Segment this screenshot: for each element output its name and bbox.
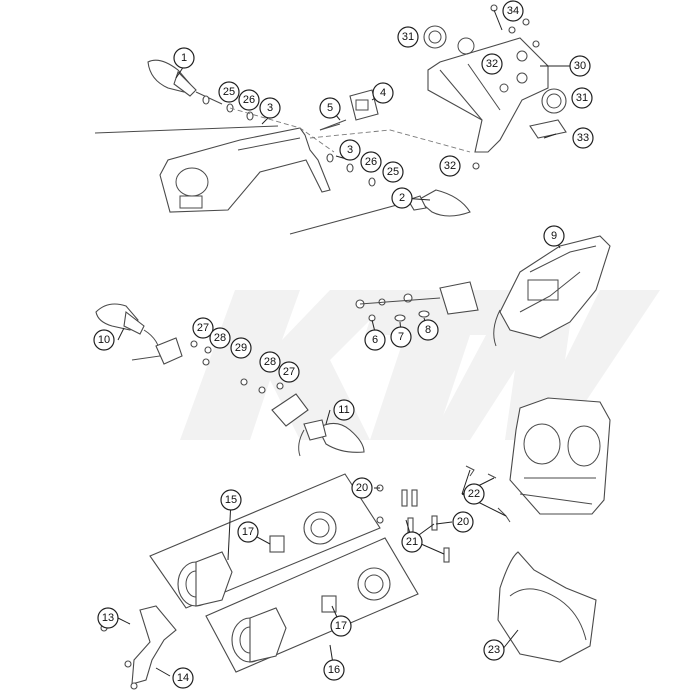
callout-34: 34 [502, 0, 524, 22]
headlight-mask-frame [509, 397, 611, 515]
svg-text:20: 20 [356, 482, 368, 494]
svg-text:30: 30 [574, 60, 586, 72]
reflector-round-lower [541, 88, 567, 114]
svg-text:25: 25 [223, 86, 235, 98]
svg-text:32: 32 [444, 160, 456, 172]
svg-text:29: 29 [235, 342, 247, 354]
callout-10: 10 [93, 329, 115, 351]
callout-9: 9 [543, 225, 565, 247]
fairing-fasteners [376, 465, 511, 563]
callout-14: 14 [172, 667, 194, 689]
svg-text:6: 6 [372, 334, 378, 346]
svg-text:32: 32 [486, 58, 498, 70]
svg-text:26: 26 [365, 156, 377, 168]
license-plate-light [319, 89, 379, 131]
callout-8: 8 [417, 319, 439, 341]
assembly-line-b [229, 107, 335, 153]
callout-16: 16 [323, 659, 345, 681]
callout-22: 22 [463, 483, 485, 505]
tail-light-hardware [355, 281, 501, 347]
callout-11: 11 [333, 399, 355, 421]
callout-20: 20 [351, 477, 373, 499]
svg-text:33: 33 [577, 132, 589, 144]
callout-27: 27 [278, 361, 300, 383]
small-washers-upper [202, 95, 376, 187]
svg-text:21: 21 [406, 536, 418, 548]
callout-26: 26 [238, 89, 260, 111]
callout-25: 25 [382, 161, 404, 183]
front-turn-signal-bracket-right [240, 378, 309, 427]
callout-31: 31 [571, 87, 593, 109]
callout-15: 15 [220, 489, 242, 511]
svg-text:15: 15 [225, 494, 237, 506]
svg-text:16: 16 [328, 664, 340, 676]
svg-text:20: 20 [457, 516, 469, 528]
turn-signal-cable-right [289, 201, 409, 235]
reflector-round-upper [423, 25, 447, 49]
callout-13: 13 [97, 607, 119, 629]
callout-23: 23 [483, 639, 505, 661]
callout-20: 20 [452, 511, 474, 533]
callout-30: 30 [569, 55, 591, 77]
svg-text:3: 3 [347, 144, 353, 156]
callout-25: 25 [218, 81, 240, 103]
callout-2: 2 [391, 187, 413, 209]
front-turn-signal-bracket-left [155, 337, 212, 366]
svg-text:17: 17 [335, 620, 347, 632]
callout-31: 31 [397, 26, 419, 48]
callout-32: 32 [439, 155, 461, 177]
callout-28: 28 [209, 327, 231, 349]
svg-text:9: 9 [551, 230, 557, 242]
callout-3: 3 [259, 97, 281, 119]
callout-17: 17 [237, 521, 259, 543]
svg-text:22: 22 [468, 488, 480, 500]
svg-text:25: 25 [387, 166, 399, 178]
svg-text:10: 10 [98, 334, 110, 346]
svg-text:13: 13 [102, 612, 114, 624]
svg-text:31: 31 [402, 31, 414, 43]
svg-text:3: 3 [267, 102, 273, 114]
reflector-rect [529, 119, 567, 139]
tail-bracket [159, 127, 331, 213]
svg-text:17: 17 [242, 526, 254, 538]
svg-text:7: 7 [398, 331, 404, 343]
svg-text:28: 28 [264, 356, 276, 368]
svg-text:2: 2 [399, 192, 405, 204]
callout-3: 3 [339, 139, 361, 161]
turn-signal-cable-left [94, 125, 279, 134]
callout-1: 1 [173, 47, 195, 69]
callout-7: 7 [390, 326, 412, 348]
svg-text:26: 26 [243, 94, 255, 106]
svg-text:23: 23 [488, 644, 500, 656]
callout-26: 26 [360, 151, 382, 173]
assembly-line-a [309, 129, 471, 153]
callout-17: 17 [330, 615, 352, 637]
callout-5: 5 [319, 97, 341, 119]
svg-text:8: 8 [425, 324, 431, 336]
svg-text:11: 11 [338, 404, 349, 416]
callout-27: 27 [192, 317, 214, 339]
callout-28: 28 [259, 351, 281, 373]
svg-text:31: 31 [576, 92, 588, 104]
svg-text:27: 27 [197, 322, 209, 334]
svg-text:28: 28 [214, 332, 226, 344]
callout-33: 33 [572, 127, 594, 149]
rear-turn-signal-right [407, 189, 471, 217]
svg-text:1: 1 [181, 52, 187, 64]
svg-text:14: 14 [177, 672, 189, 684]
callout-29: 29 [230, 337, 252, 359]
headlight-fairing [497, 551, 597, 663]
callout-21: 21 [401, 531, 423, 553]
callout-4: 4 [372, 82, 394, 104]
front-turn-signal-right [298, 419, 365, 457]
svg-text:4: 4 [380, 87, 386, 99]
callout-32: 32 [481, 53, 503, 75]
license-plate-holder [427, 37, 549, 153]
tail-light [499, 235, 611, 339]
svg-text:5: 5 [327, 102, 333, 114]
svg-text:34: 34 [507, 5, 519, 17]
svg-text:27: 27 [283, 366, 295, 378]
callout-6: 6 [364, 329, 386, 351]
